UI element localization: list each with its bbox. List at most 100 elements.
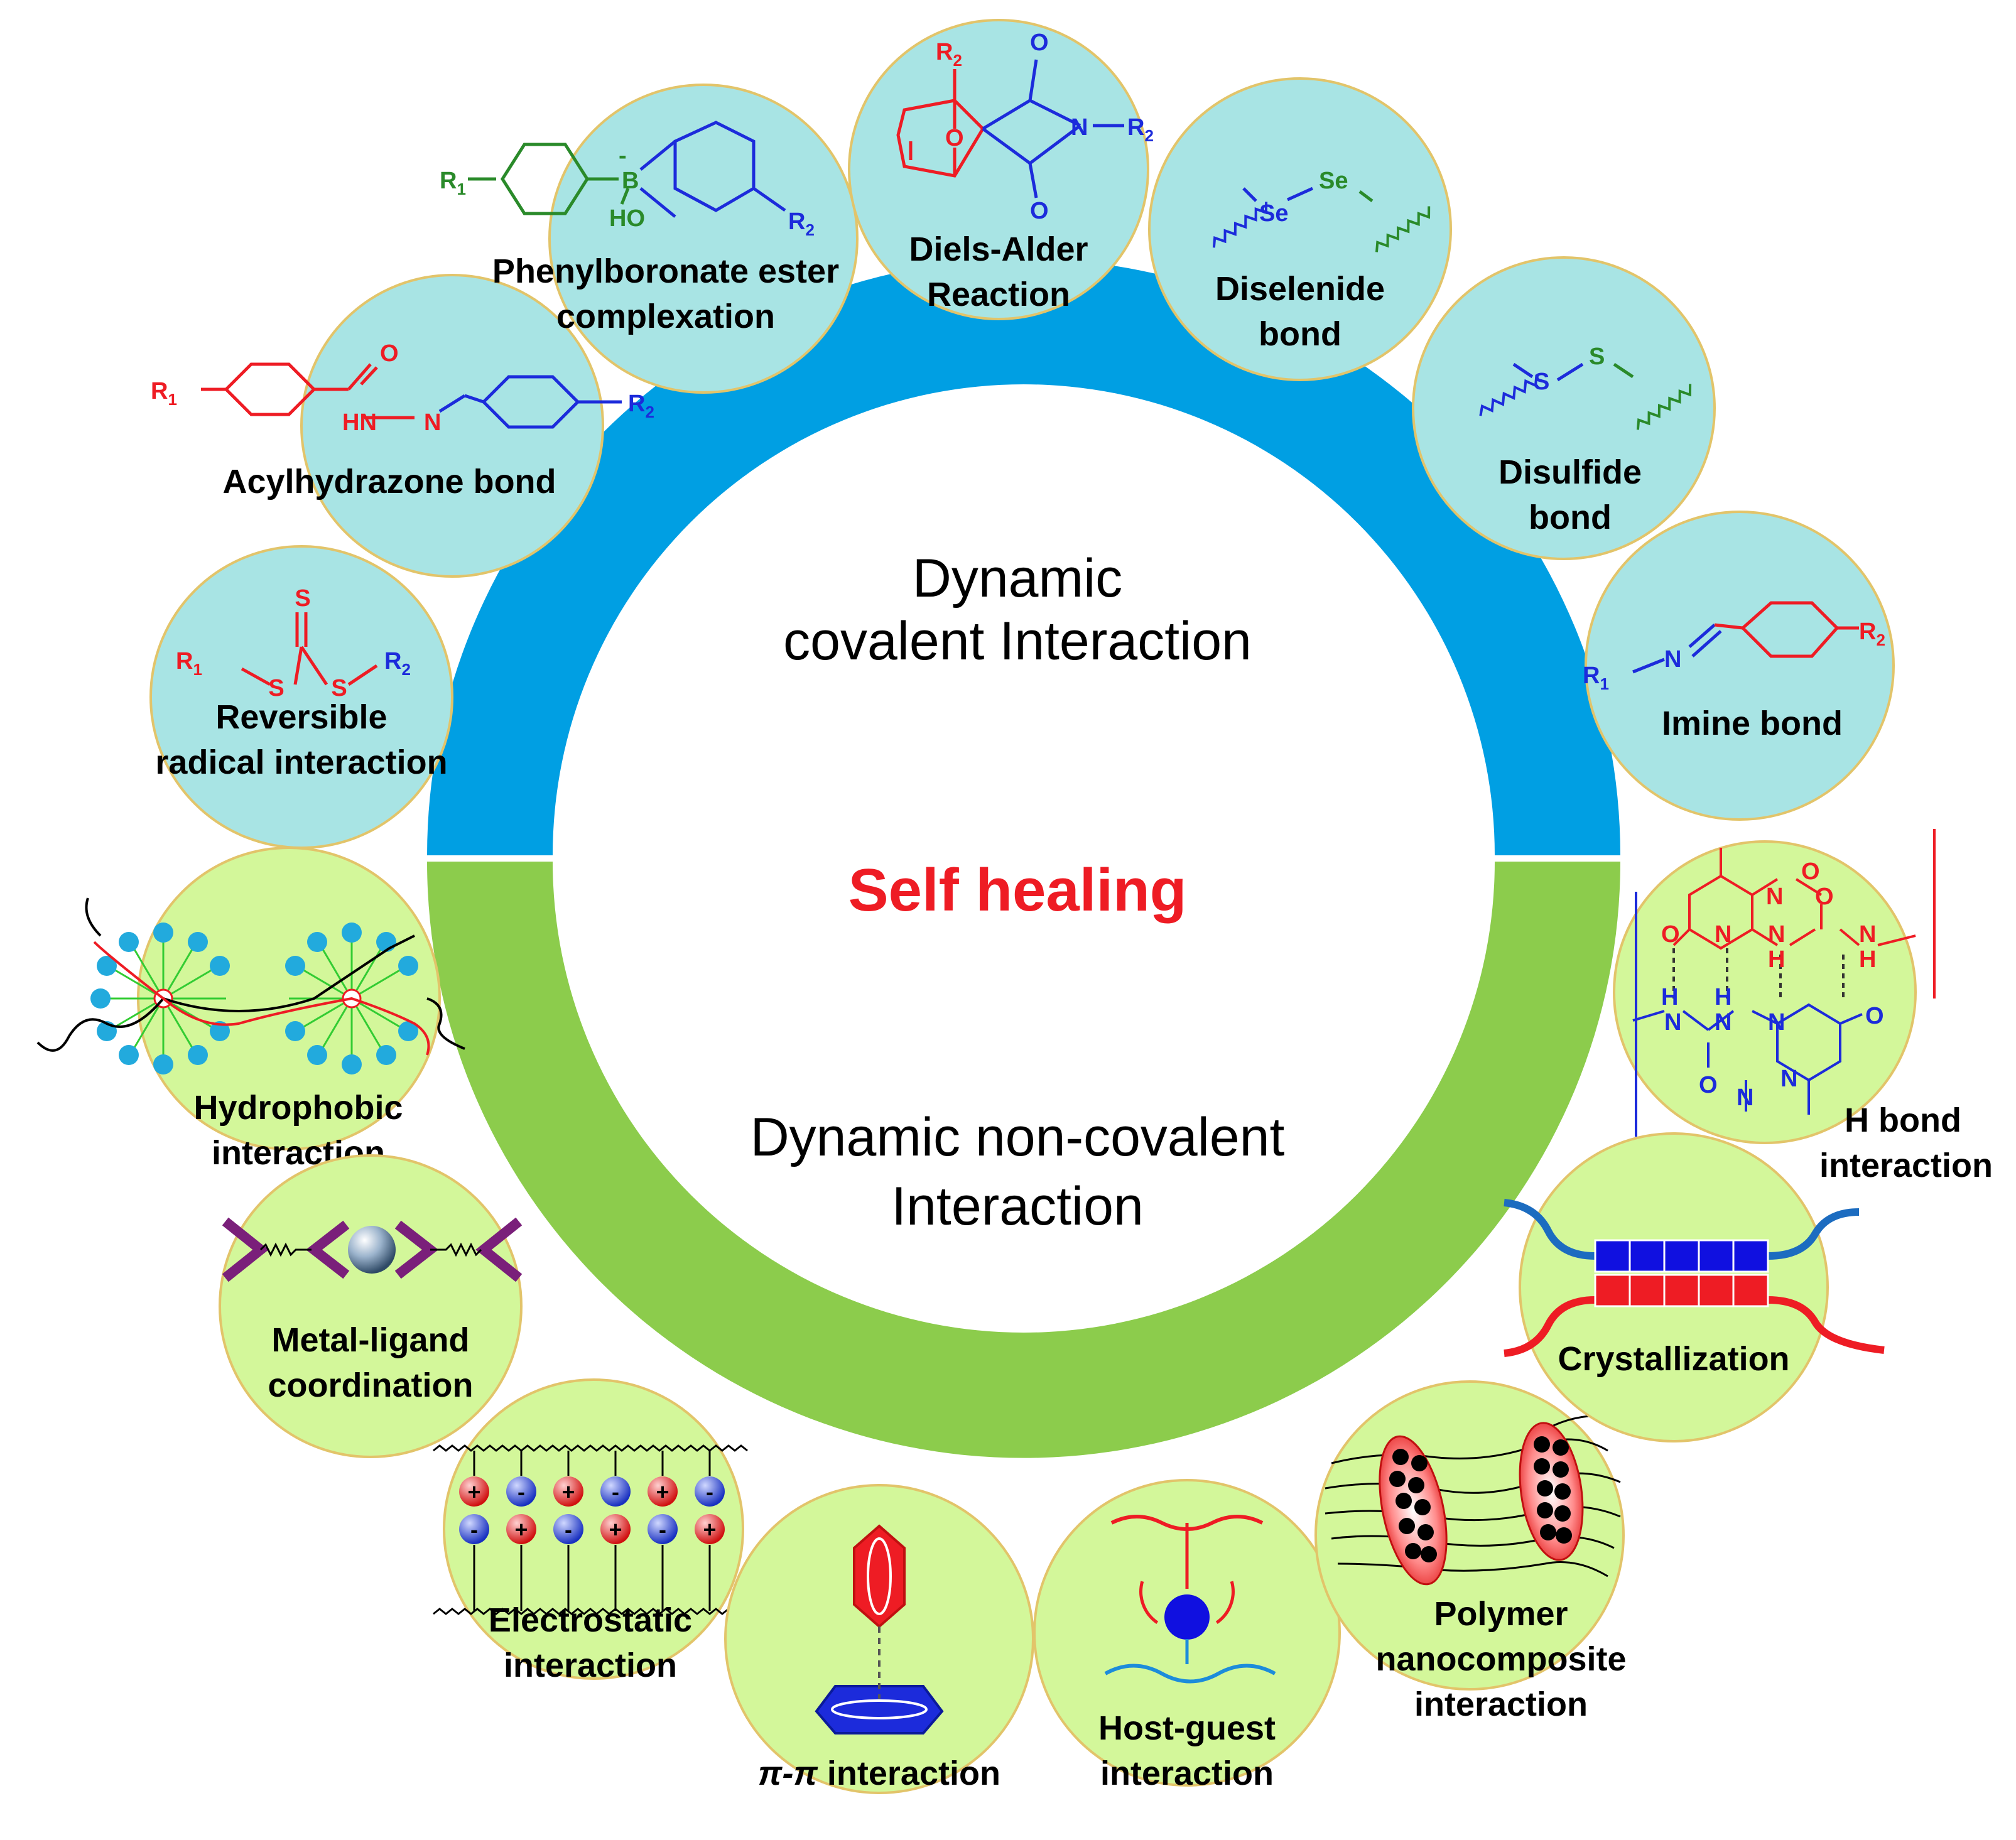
bubble-imine: R1 N R2 Imine bond: [1583, 511, 1895, 821]
covalent-label-line1: Dynamic: [913, 548, 1123, 609]
svg-text:-: -: [470, 1517, 478, 1542]
diels-R2-top: R2: [936, 39, 962, 70]
disulfide-label-line2: bond: [1529, 499, 1612, 536]
hbond-N7: N: [1768, 1009, 1785, 1036]
disulfide-S-right: S: [1589, 344, 1605, 370]
hbond-N1: N: [1715, 921, 1731, 948]
noncovalent-ring-segment: [427, 862, 1620, 1458]
acylhydrazone-label: Acylhydrazone bond: [222, 463, 556, 501]
svg-text:+: +: [656, 1479, 669, 1505]
imine-N: N: [1664, 646, 1681, 673]
red-crystal-blocks: [1594, 1274, 1769, 1307]
svg-text:+: +: [561, 1479, 575, 1505]
hbond-N2: N: [1766, 884, 1783, 910]
diels-O-top: O: [1030, 30, 1049, 56]
acyl-HN: HN: [342, 409, 377, 436]
svg-text:-: -: [706, 1479, 713, 1505]
hbond-N3: N: [1768, 921, 1785, 948]
hbond-H3: H: [1768, 946, 1785, 973]
hbond-H5: H: [1661, 984, 1678, 1010]
center-title: Self healing: [848, 857, 1187, 924]
metal-label-line2: coordination: [268, 1366, 474, 1404]
bubble-host-guest: Host-guest interaction: [1033, 1479, 1341, 1792]
bubble-crystallization: Crystallization: [1504, 1132, 1885, 1442]
acyl-R1: R1: [151, 378, 177, 409]
blue-crystal-blocks: [1594, 1239, 1769, 1273]
boronate-R2: R2: [788, 208, 815, 239]
metal-label-line1: Metal-ligand: [271, 1321, 469, 1359]
pipi-label: π-π interaction: [758, 1755, 1000, 1792]
bubble-pi-pi: π-π interaction: [724, 1484, 1034, 1794]
blue-benzene-icon: [815, 1685, 944, 1734]
hbond-label-line1: H bond: [1845, 1101, 1961, 1139]
boronate-HO: HO: [609, 205, 645, 232]
charge-row-bottom: [459, 1514, 725, 1544]
imine-label: Imine bond: [1662, 705, 1843, 742]
svg-text:-: -: [518, 1479, 525, 1505]
hbond-O3: O: [1815, 884, 1834, 910]
svg-text:+: +: [467, 1479, 480, 1505]
hbond-H6: H: [1715, 984, 1731, 1010]
polymer-label-line1: Polymer: [1434, 1595, 1568, 1633]
boronate-label-line1: Phenylboronate ester: [492, 252, 839, 290]
diselenide-label-line2: bond: [1259, 315, 1341, 353]
hbond-H4: H: [1859, 946, 1876, 973]
diselenide-Se-right: Se: [1319, 168, 1348, 194]
disulfide-S-left: S: [1534, 369, 1549, 395]
polymer-label-line2: nanocomposite: [1375, 1640, 1626, 1678]
bubble-disulfide: S S Disulfide bond: [1412, 256, 1716, 560]
covalent-ring-segment: [427, 259, 1620, 856]
thione-S: S: [295, 585, 310, 612]
svg-text:+: +: [609, 1517, 622, 1542]
bubble-electrostatic: +- +- +- -+ -+ -+ Electrostatic interact…: [433, 1378, 761, 1684]
diselenide-Se-left: Se: [1259, 200, 1288, 227]
bubble-h-bond: O N N O N H O N H N H N H N O O N N H bo…: [1613, 829, 1993, 1184]
svg-text:+: +: [703, 1517, 716, 1542]
bubble-metal-ligand: Metal-ligand coordination: [219, 1154, 523, 1458]
boronate-label-line2: complexation: [556, 298, 775, 335]
boronate-charge: -: [619, 143, 627, 169]
diels-R2: R2: [1127, 114, 1154, 145]
radical-label-line1: Reversible: [215, 698, 387, 736]
diels-O-bridge: O: [945, 125, 964, 151]
hbond-N4: N: [1859, 921, 1876, 948]
svg-text:-: -: [612, 1479, 619, 1505]
hbond-label-line2: interaction: [1819, 1147, 1993, 1184]
imine-R2: R2: [1859, 619, 1885, 649]
disulfide-label-line1: Disulfide: [1498, 453, 1642, 491]
radical-R1: R1: [176, 648, 202, 679]
bubble-diselenide: Se Se Diselenide bond: [1148, 77, 1452, 381]
hbond-N8: N: [1737, 1085, 1753, 1111]
svg-text:-: -: [565, 1517, 572, 1542]
diels-O-bottom: O: [1030, 198, 1049, 224]
central-ring: [427, 259, 1620, 1458]
guest-molecule-icon: [1164, 1594, 1210, 1640]
acyl-N: N: [424, 409, 441, 436]
electrostatic-label-line1: Electrostatic: [489, 1601, 692, 1639]
hydrophobic-label-line1: Hydrophobic: [194, 1089, 403, 1127]
metal-ion-icon: [348, 1226, 396, 1274]
bubble-acylhydrazone: R1 O HN N R2 Acylhydrazone bond: [151, 274, 654, 578]
radical-label-line2: radical interaction: [155, 744, 447, 781]
noncovalent-label-line2: Interaction: [891, 1176, 1144, 1237]
electrostatic-label-line2: interaction: [504, 1647, 677, 1684]
charge-row-top: [459, 1476, 725, 1507]
radical-S-right: S: [331, 675, 347, 701]
hbond-O8: O: [1699, 1072, 1718, 1098]
boronate-B: B: [622, 168, 639, 194]
imine-R1: R1: [1583, 663, 1609, 693]
radical-R2: R2: [384, 648, 411, 679]
diels-label-line2: Reaction: [927, 276, 1070, 313]
svg-text:-: -: [659, 1517, 666, 1542]
diels-label-line1: Diels-Alder: [909, 230, 1088, 268]
hbond-O1: O: [1661, 921, 1680, 948]
hbond-O2: O: [1801, 858, 1820, 885]
hostguest-label-line2: interaction: [1100, 1755, 1274, 1792]
red-benzene-icon: [853, 1524, 906, 1628]
boronate-R1: R1: [440, 168, 466, 198]
bubble-diels-alder: R2 O O N O R2 Diels-Alder Reaction: [848, 19, 1154, 320]
hbond-N6: N: [1715, 1009, 1731, 1036]
hbond-N9: N: [1780, 1066, 1797, 1092]
